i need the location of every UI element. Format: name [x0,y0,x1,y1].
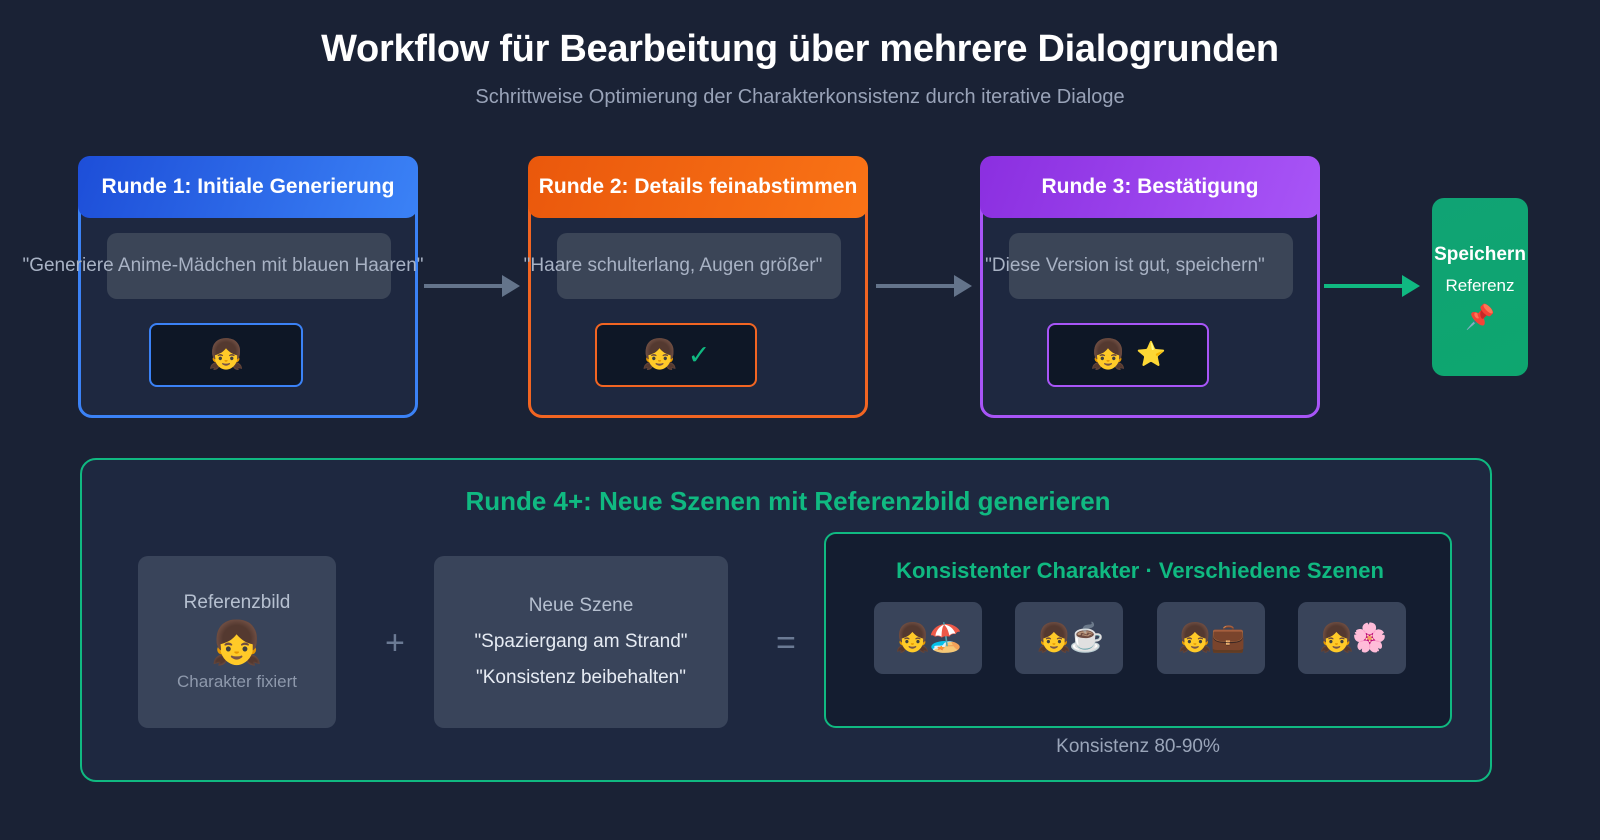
plus-icon: + [385,624,405,662]
girl-icon: 👧 [641,338,678,371]
arrow-right-icon [502,275,520,297]
round-card-3-prompt-box [1009,233,1293,299]
round-card-1-header: Runde 1: Initiale Generierung [78,156,418,218]
star-icon: ⭐ [1136,341,1166,368]
round-card-1-prompt-text: "Generiere Anime-Mädchen mit blauen Haar… [22,255,424,276]
result-thumbnail[interactable]: 👧☕ [1015,602,1124,674]
round-card-1[interactable]: Runde 1: Initiale Generierung "Generiere… [22,156,424,418]
result-box: Konsistenter Charakter · Verschiedene Sz… [824,532,1452,728]
round-card-3[interactable]: Runde 3: Bestätigung "Diese Version ist … [980,156,1320,418]
result-thumbnail[interactable]: 👧🏖️ [874,602,982,674]
pushpin-icon: 📌 [1465,304,1495,331]
arrow-shaft [424,284,502,288]
girl-icon: 👧 [207,338,245,371]
page-subtitle: Schrittweise Optimierung der Charakterko… [475,86,1125,108]
save-title: Speichern [1434,244,1526,265]
arrow-right-icon [954,275,972,297]
round-card-3-prompt-text: "Diese Version ist gut, speichern" [985,255,1265,276]
round-card-3-header: Runde 3: Bestätigung [980,156,1320,218]
new-scene-line-2: "Konsistenz beibehalten" [476,667,686,688]
round-card-1-prompt-box [107,233,391,299]
consistency-note: Konsistenz 80-90% [1056,736,1220,757]
save-reference-box[interactable]: Speichern Referenz 📌 [1432,198,1528,376]
round-card-2-header: Runde 2: Details feinabstimmen [528,156,868,218]
round-card-2[interactable]: Runde 2: Details feinabstimmen "Haare sc… [524,156,868,418]
round-card-2-prompt-text: "Haare schulterlang, Augen größer" [523,255,823,276]
new-scene-line-1: "Spaziergang am Strand" [474,631,688,652]
round-card-2-thumbnail[interactable]: 👧 ✓ [595,323,757,387]
arrow-shaft [876,284,954,288]
result-thumbnail[interactable]: 👧💼 [1156,602,1265,674]
reference-image-box[interactable]: Referenzbild 👧 Charakter fixiert [138,556,336,728]
arrow-shaft [1324,284,1402,288]
reference-image-label: Referenzbild [183,592,291,613]
round-card-3-thumbnail[interactable]: 👧 ⭐ [1047,323,1209,387]
check-icon: ✓ [687,339,711,370]
new-scene-label: Neue Szene [528,595,634,616]
flow-arrow-1 [424,275,520,297]
new-scene-box[interactable]: Neue Szene "Spaziergang am Strand" "Kons… [434,556,728,728]
page-title: Workflow für Bearbeitung über mehrere Di… [321,28,1279,70]
round-card-1-thumbnail[interactable]: 👧 [149,323,303,387]
arrow-right-icon [1402,275,1420,297]
round-4-title: Runde 4+: Neue Szenen mit Referenzbild g… [465,486,1111,516]
result-thumbnail-grid: 👧🏖️ 👧☕ 👧💼 👧🌸 [874,602,1406,674]
result-thumbnail[interactable]: 👧🌸 [1297,602,1406,674]
girl-icon: 👧 [1090,338,1127,371]
round-card-2-prompt-box [557,233,841,299]
equals-icon: = [776,624,796,662]
flow-arrow-2 [876,275,972,297]
save-subtitle: Referenz [1445,276,1515,295]
result-title: Konsistenter Charakter · Verschiedene Sz… [896,558,1384,583]
flow-arrow-3 [1324,275,1420,297]
round-4-panel: Runde 4+: Neue Szenen mit Referenzbild g… [80,458,1492,782]
girl-icon: 👧 [210,619,264,666]
reference-image-caption: Charakter fixiert [177,672,297,691]
